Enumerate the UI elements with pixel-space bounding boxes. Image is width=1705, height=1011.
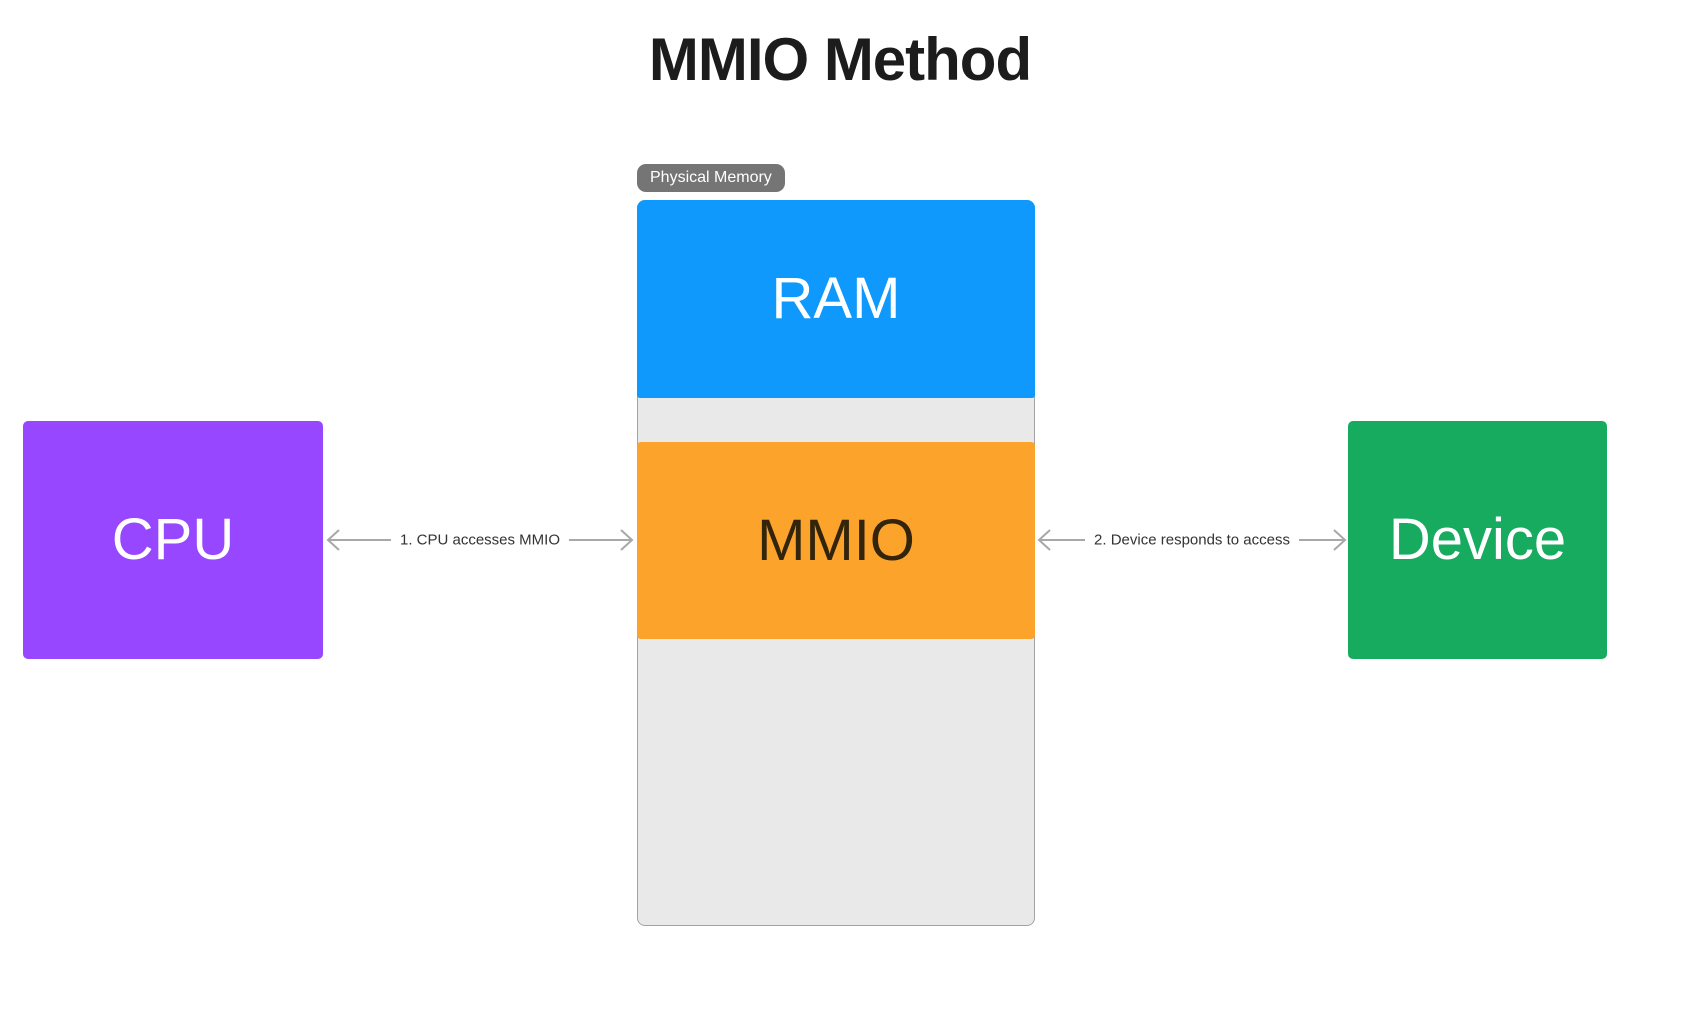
mmio-label: MMIO bbox=[757, 507, 915, 573]
mmio-block: MMIO bbox=[637, 442, 1035, 639]
connector-mmio-device-label: 2. Device responds to access bbox=[1085, 531, 1299, 549]
physical-memory-badge: Physical Memory bbox=[637, 164, 785, 192]
ram-block: RAM bbox=[637, 200, 1035, 398]
cpu-box: CPU bbox=[23, 421, 323, 659]
connector-cpu-mmio: 1. CPU accesses MMIO bbox=[326, 526, 634, 554]
ram-label: RAM bbox=[771, 266, 901, 331]
device-label: Device bbox=[1388, 507, 1567, 572]
page-title: MMIO Method bbox=[648, 26, 1032, 93]
cpu-label: CPU bbox=[111, 507, 235, 572]
device-box: Device bbox=[1348, 421, 1607, 659]
connector-mmio-device: 2. Device responds to access bbox=[1037, 526, 1347, 554]
physical-memory-container: RAM MMIO bbox=[637, 200, 1035, 926]
connector-cpu-mmio-label: 1. CPU accesses MMIO bbox=[390, 531, 570, 549]
